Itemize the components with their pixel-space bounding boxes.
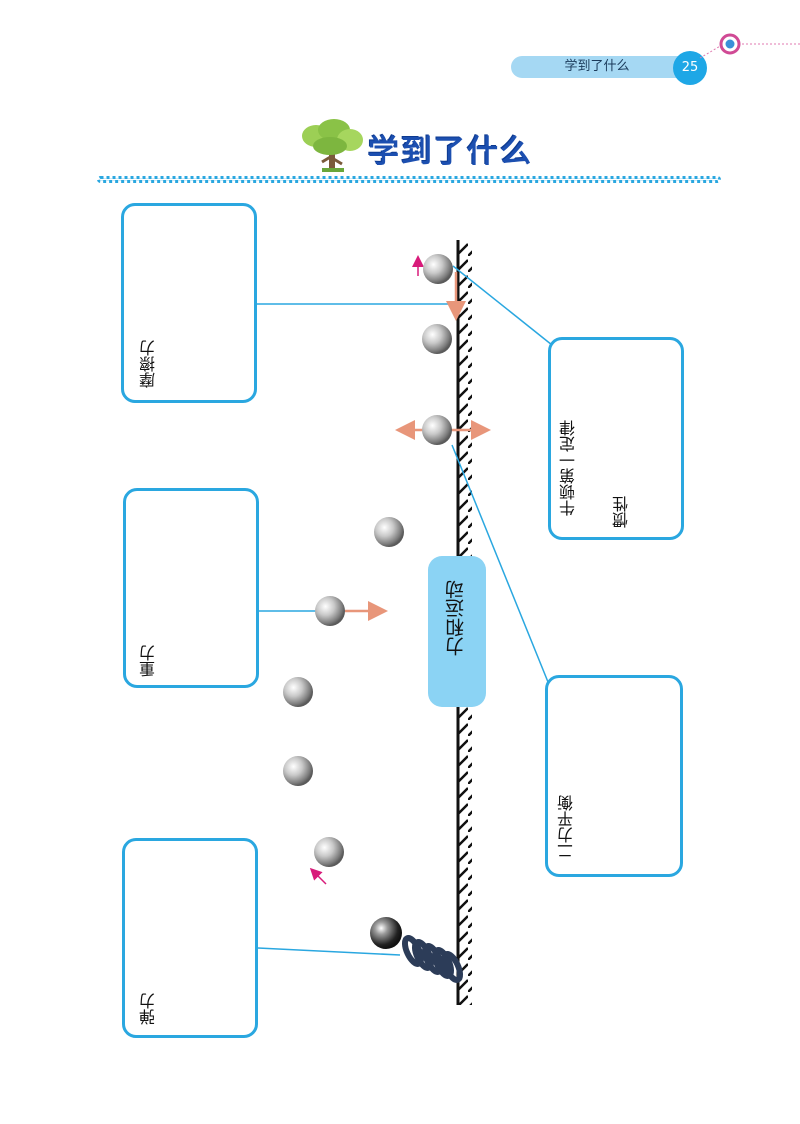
center-pill [428, 556, 486, 707]
newton-box [548, 337, 684, 540]
connector-lines [256, 265, 553, 956]
center-label: 力和运动 [445, 580, 467, 656]
gravity-box [123, 488, 259, 688]
running-title: 学到了什么 [564, 59, 630, 74]
gravity-label: 重力 [139, 645, 158, 677]
elastic-box [122, 838, 258, 1038]
elastic-label: 弹力 [139, 993, 158, 1025]
spring [401, 935, 464, 983]
newton-label: 牛顿第一定律 [559, 420, 578, 516]
balance-box [545, 675, 683, 877]
inertia-label: 惯性 [612, 496, 631, 528]
tree-icon [302, 119, 363, 172]
balance-label: 二力平衡 [557, 795, 576, 859]
header-decoration [699, 33, 800, 59]
section-title: 学到了什么 [368, 134, 533, 170]
dotted-divider [97, 176, 721, 183]
friction-label: 摩擦力 [139, 340, 158, 388]
friction-box [121, 203, 257, 403]
header-bar [511, 56, 697, 78]
balls [283, 254, 453, 949]
